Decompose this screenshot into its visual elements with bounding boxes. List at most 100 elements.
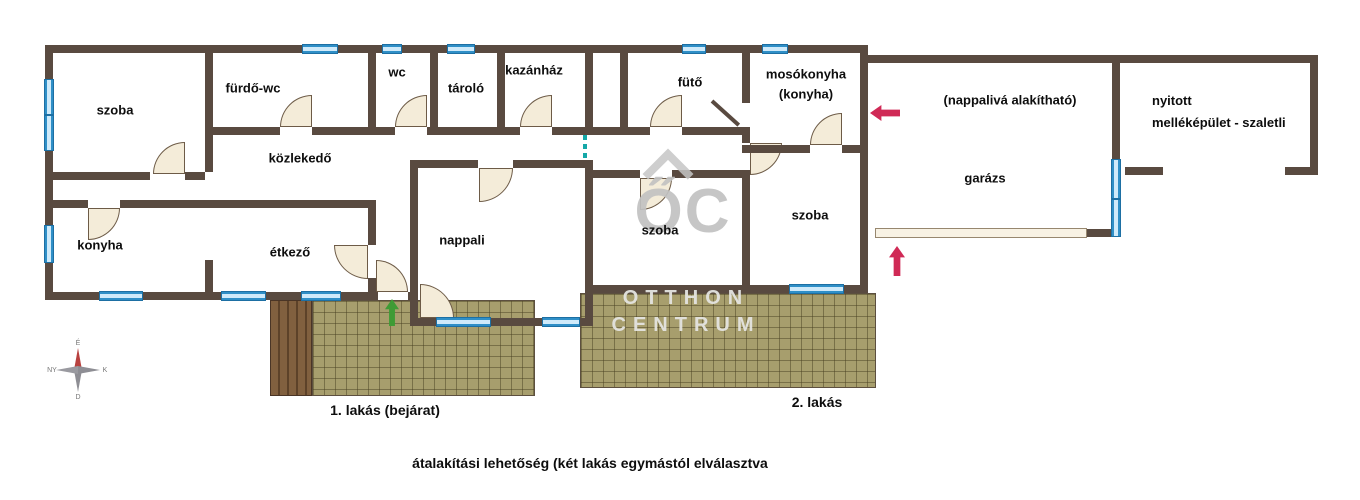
wall-segment [427,127,520,135]
wall-segment [620,45,628,135]
wall-segment [1285,167,1318,175]
door-arc-konyha [88,208,120,240]
window [100,292,142,300]
compass-west-needle [56,366,78,374]
window [437,318,490,326]
wall-segment [410,160,478,168]
window [303,45,337,53]
room-label-garazs: garázs [964,170,1006,186]
room-label-mosokonyha: mosókonyha (konyha) [765,66,847,102]
room-label-kazanhaz: kazánház [505,62,563,78]
entrance-arrow-red-left [870,105,900,121]
wall-segment [410,160,418,326]
compass-north-label: É [76,338,81,347]
wall-segment [742,175,750,285]
wall-segment [868,55,1318,63]
wall-segment [497,45,505,135]
terrace-apartment-2 [580,293,876,388]
wall-segment [1125,167,1163,175]
wall-segment [368,278,376,300]
room-label-szoba-right: szoba [791,207,829,223]
room-label-szoba-top-left: szoba [96,102,134,118]
window [302,292,340,300]
window [1112,200,1120,236]
wall-segment [185,172,205,180]
wall-segment [1087,229,1120,237]
wall-segment [312,127,395,135]
caption-text: átalakítási lehetőség (két lakás egymást… [412,455,768,471]
room-label-furdo-wc: fürdő-wc [225,80,281,96]
wall-segment [842,145,868,153]
window [790,285,843,293]
wall-segment [742,45,750,103]
room-label-tarolo: tároló [447,80,485,96]
window [683,45,705,53]
wall-segment [368,45,376,135]
room-label-wc: wc [388,64,406,80]
wall-segment [205,127,280,135]
wall-segment [45,292,378,300]
door-arc-entrance-hall [376,260,408,292]
door-arc-kazanhaz [520,95,552,127]
room-label-nappali: nappali [439,232,485,248]
wall-segment [585,170,640,178]
apartment-division-dashline [583,135,587,161]
window [763,45,787,53]
wall-segment [585,285,868,293]
wall-segment [205,45,213,135]
window [1112,160,1120,198]
wall-segment [368,200,376,245]
door-arc-mosokonyha [810,113,842,145]
door-arc-etkezo [334,245,368,279]
window [45,226,53,262]
wall-segment [672,170,750,178]
room-label-etkezo: étkező [269,244,311,260]
wall-segment [205,135,213,172]
wall-segment [682,127,742,135]
wall-segment [552,127,650,135]
window [448,45,474,53]
door-arc-nappali-entry [420,284,454,318]
wall-segment [410,318,593,326]
room-label-szoba-middle: szoba [641,222,679,238]
compass-south-label: D [75,394,80,400]
window [543,318,579,326]
wall-segment [45,172,150,180]
window [383,45,401,53]
wall-segment [860,45,868,293]
compass-rose: É K D NY [47,338,108,400]
wall-segment [585,160,593,326]
door-arc-furdo [280,95,312,127]
room-label-kozlekedo: közlekedő [268,150,332,166]
watermark-logo: ŐC [634,177,732,246]
window [45,80,53,114]
compass-north-needle [74,348,82,370]
wall-segment [1112,55,1120,237]
room-label-nyitott-line-2: melléképület - szaletli [1152,115,1286,130]
wall-segment [45,200,88,208]
compass-east-label: K [103,367,108,374]
door-arc-futo [650,95,682,127]
room-label-konyha: konyha [77,237,123,253]
compass-east-needle [78,366,100,374]
door-arc-szoba-1 [153,142,185,174]
room-label-nyitott-mellekepulet: nyitott melléképület - szaletli [1152,90,1286,134]
compass-west-label: NY [47,367,57,374]
room-label-nyitott-line-1: nyitott [1152,93,1192,108]
room-label-futo: fütő [677,74,703,90]
window [222,292,265,300]
door-arc-nappali [479,168,513,202]
wall-segment [430,45,438,135]
window [45,116,53,150]
compass-south-needle [74,370,82,392]
door-arc-wc [395,95,427,127]
apartment-1-label: 1. lakás (bejárat) [330,402,440,418]
watermark-line-1: OTTHON [622,287,750,309]
apartment-2-label: 2. lakás [791,394,843,410]
wall-segment [742,145,810,153]
wall-segment [120,200,368,208]
garage-door [875,228,1087,238]
wall-segment [742,127,750,143]
wall-segment [585,45,593,135]
